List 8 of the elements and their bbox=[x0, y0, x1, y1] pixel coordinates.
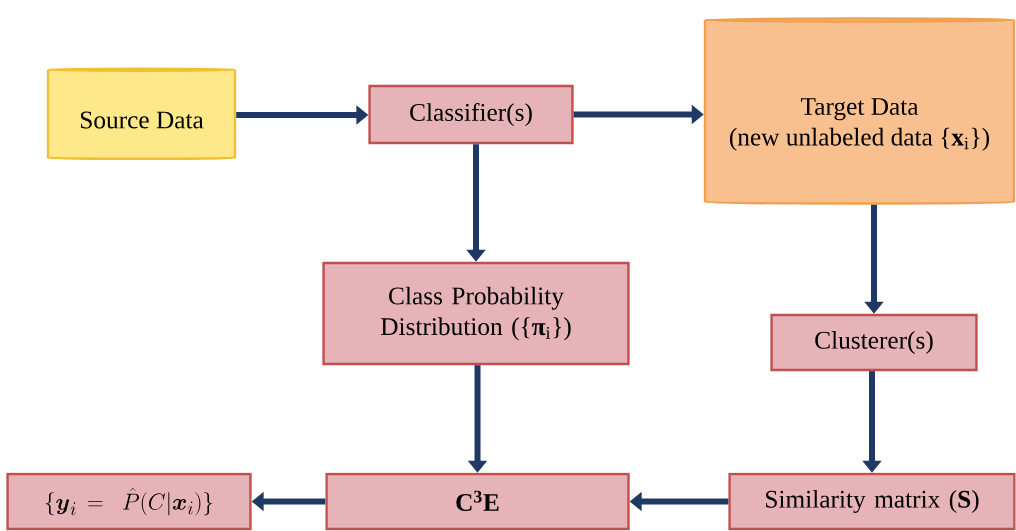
process-box: C$^{3}$E bbox=[325, 472, 630, 531]
process-box: $\{\boldsymbol{y}_i =\ \hat{P}(C|\boldsymbol{x}_i)\}$ bbox=[6, 472, 252, 531]
process-box: Class Probability Distribution ({π$_{i}$}) bbox=[322, 261, 630, 366]
process-box: Similarity matrix (S) bbox=[728, 472, 1016, 531]
process-box: Classifier(s) bbox=[368, 84, 574, 145]
database-cylinder: Source Data bbox=[46, 67, 237, 160]
database-cylinder: Target Data (new unlabeled data {x$_{i}$}) bbox=[703, 17, 1016, 205]
process-box: Clusterer(s) bbox=[770, 313, 978, 372]
